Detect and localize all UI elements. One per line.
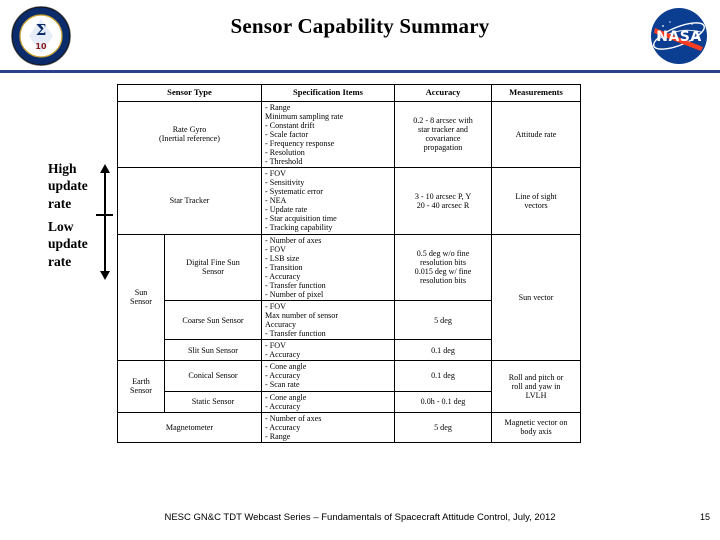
accuracy-slit-sun-sensor: 0.1 deg bbox=[394, 339, 492, 362]
low-line-1: Low bbox=[48, 219, 74, 234]
low-line-3: rate bbox=[48, 253, 72, 269]
specs-digital-fine-sun-sensor: - Number of axes - FOV - LSB size - Tran… bbox=[261, 233, 395, 301]
measurements-earth-sensor: Roll and pitch or roll and yaw in LVLH bbox=[491, 360, 581, 413]
sensor-line-1: Magnetometer bbox=[165, 422, 214, 432]
specs-static-sensor: - Cone angle - Accuracy bbox=[261, 390, 395, 413]
low-line-2: update bbox=[48, 236, 88, 252]
sensor-name-star-tracker: Star Tracker bbox=[117, 167, 262, 235]
group-line-1: Sun bbox=[134, 288, 148, 298]
sensor-line-1: Conical Sensor bbox=[188, 371, 238, 381]
low-update-rate-label: Low update rate bbox=[48, 218, 88, 270]
table-row: Static Sensor - Cone angle - Accuracy 0.… bbox=[118, 390, 581, 413]
accuracy-digital-fine-sun-sensor: 0.5 deg w/o fine resolution bits 0.015 d… bbox=[394, 233, 492, 301]
sensor-name-rate-gyro: Rate Gyro (Inertial reference) bbox=[117, 100, 262, 169]
measurements-magnetometer: Magnetic vector on body axis bbox=[491, 411, 581, 443]
sensor-name-static-sensor: Static Sensor bbox=[164, 390, 262, 413]
specs-slit-sun-sensor: - FOV - Accuracy bbox=[261, 339, 395, 362]
sensor-line-1: Digital Fine Sun bbox=[186, 258, 240, 268]
sensor-line-2: (Inertial reference) bbox=[159, 134, 220, 144]
sensor-line-1: Rate Gyro bbox=[172, 125, 207, 135]
accuracy-magnetometer: 5 deg bbox=[394, 411, 492, 443]
sensor-name-slit-sun-sensor: Slit Sun Sensor bbox=[164, 339, 262, 362]
table-row: Coarse Sun Sensor - FOV Max number of se… bbox=[118, 299, 581, 341]
slide-header: Σ 10 Sensor Capability Summary NASA bbox=[0, 0, 720, 74]
measurements-star-tracker: Line of sight vectors bbox=[491, 167, 581, 235]
sensor-name-conical-sensor: Conical Sensor bbox=[164, 360, 262, 392]
svg-text:10: 10 bbox=[35, 42, 47, 51]
sensor-name-digital-fine-sun-sensor: Digital Fine Sun Sensor bbox=[164, 233, 262, 301]
nasa-meatball-logo: NASA bbox=[648, 6, 710, 66]
sensor-group-earth-sensor: Earth Sensor bbox=[117, 360, 165, 413]
col-header-sensor-type: Sensor Type bbox=[117, 84, 262, 102]
accuracy-static-sensor: 0.0h - 0.1 deg bbox=[394, 390, 492, 413]
col-header-measurements: Measurements bbox=[491, 84, 581, 102]
sensor-name-magnetometer: Magnetometer bbox=[117, 411, 262, 443]
specs-magnetometer: - Number of axes - Accuracy - Range bbox=[261, 411, 395, 443]
accuracy-coarse-sun-sensor: 5 deg bbox=[394, 299, 492, 341]
accuracy-rate-gyro: 0.2 - 8 arcsec with star tracker and cov… bbox=[394, 100, 492, 169]
sensor-line-1: Slit Sun Sensor bbox=[188, 345, 238, 355]
high-update-rate-label: High update rate bbox=[48, 160, 88, 212]
high-line-2: update bbox=[48, 178, 88, 194]
measurements-rate-gyro: Attitude rate bbox=[491, 100, 581, 169]
specs-coarse-sun-sensor: - FOV Max number of sensor Accuracy - Tr… bbox=[261, 299, 395, 341]
svg-text:NASA: NASA bbox=[656, 29, 701, 45]
table-row: Slit Sun Sensor - FOV - Accuracy 0.1 deg bbox=[118, 339, 581, 362]
col-header-specification-items: Specification Items bbox=[261, 84, 395, 102]
specs-rate-gyro: - Range Minimum sampling rate - Constant… bbox=[261, 100, 395, 169]
accuracy-conical-sensor: 0.1 deg bbox=[394, 360, 492, 392]
sensor-line-1: Star Tracker bbox=[169, 196, 210, 206]
page-number: 15 bbox=[699, 512, 710, 522]
sensor-group-sun-sensor: Sun Sensor bbox=[117, 233, 165, 362]
table-row: Earth Sensor Conical Sensor - Cone angle… bbox=[117, 360, 581, 413]
measurements-sun-sensor: Sun vector bbox=[491, 233, 581, 362]
high-line-1: High bbox=[48, 161, 77, 176]
table-header-row: Sensor Type Specification Items Accuracy… bbox=[117, 84, 581, 102]
table-row: Star Tracker - FOV - Sensitivity - Syste… bbox=[117, 167, 581, 235]
high-line-3: rate bbox=[48, 195, 72, 211]
sensor-line-2: Sensor bbox=[201, 267, 225, 277]
nesc-seal-logo: Σ 10 bbox=[8, 5, 74, 67]
sensor-line-1: Static Sensor bbox=[191, 397, 235, 407]
group-line-1: Earth bbox=[132, 377, 150, 387]
arrow-midpoint-tick bbox=[96, 214, 113, 216]
slide-footer: NESC GN&C TDT Webcast Series – Fundament… bbox=[164, 512, 556, 523]
table-row: Rate Gyro (Inertial reference) - Range M… bbox=[117, 100, 581, 169]
specs-conical-sensor: - Cone angle - Accuracy - Scan rate bbox=[261, 360, 395, 392]
page-title: Sensor Capability Summary bbox=[230, 14, 490, 38]
specs-star-tracker: - FOV - Sensitivity - Systematic error -… bbox=[261, 167, 395, 235]
group-line-2: Sensor bbox=[129, 297, 153, 307]
update-rate-arrow bbox=[96, 164, 114, 280]
sensor-capability-table: Sensor Type Specification Items Accuracy… bbox=[117, 84, 581, 443]
accuracy-star-tracker: 3 - 10 arcsec P, Y 20 - 40 arcsec R bbox=[394, 167, 492, 235]
table-row: Magnetometer - Number of axes - Accuracy… bbox=[117, 411, 581, 443]
sensor-line-1: Coarse Sun Sensor bbox=[182, 315, 244, 325]
group-line-2: Sensor bbox=[129, 386, 153, 396]
sensor-name-coarse-sun-sensor: Coarse Sun Sensor bbox=[164, 299, 262, 341]
svg-text:Σ: Σ bbox=[36, 21, 47, 39]
table-row: Sun Sensor Digital Fine Sun Sensor - Num… bbox=[117, 233, 581, 362]
header-divider bbox=[0, 70, 720, 73]
col-header-accuracy: Accuracy bbox=[394, 84, 492, 102]
